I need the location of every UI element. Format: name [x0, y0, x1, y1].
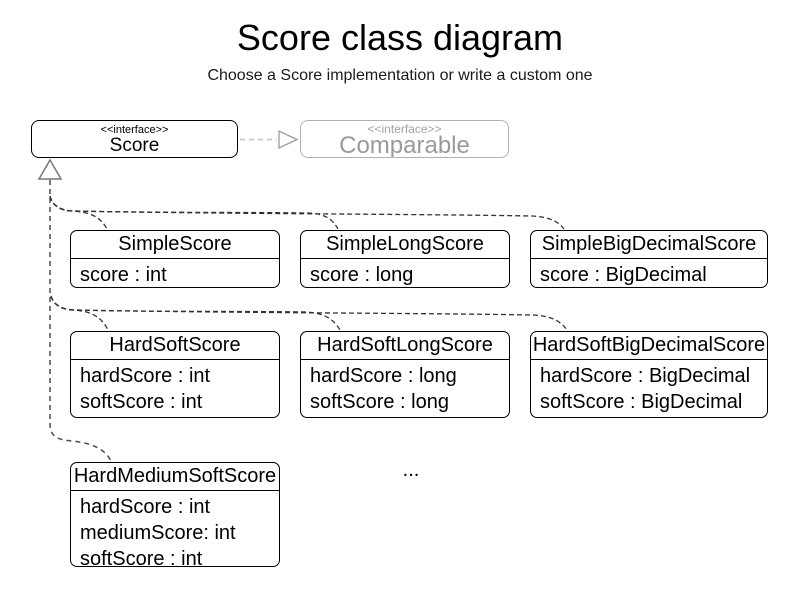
interface-stereotype: <<interface>> [367, 122, 442, 136]
branch-simplescore-line [49, 195, 108, 230]
class-hardsoftlongscore: HardSoftLongScore hardScore : long softS… [300, 331, 510, 418]
class-attribute: score : BigDecimal [540, 264, 707, 286]
class-name: HardMediumSoftScore [71, 463, 279, 491]
class-attribute: softScore : BigDecimal [540, 391, 743, 413]
class-attribute: hardScore : int [80, 496, 211, 518]
class-name: SimpleScore [71, 231, 279, 259]
branch-hardsoftbigdecimalscore-line [50, 295, 568, 331]
class-attribute: mediumScore: int [80, 522, 236, 544]
interface-score: <<interface>> Score [31, 120, 238, 158]
class-hardsoftbigdecimalscore: HardSoftBigDecimalScore hardScore : BigD… [530, 331, 768, 418]
interface-stereotype: <<interface>> [100, 124, 169, 136]
more-implementations-ellipsis: ... [402, 459, 420, 481]
class-attribute: hardScore : BigDecimal [540, 365, 751, 387]
class-attribute: hardScore : long [310, 365, 457, 387]
class-name: SimpleLongScore [301, 231, 509, 259]
class-simplescore: SimpleScore score : int [70, 230, 280, 288]
page-title: Score class diagram [236, 17, 564, 58]
class-attribute: hardScore : int [80, 365, 211, 387]
class-attribute: softScore : int [80, 391, 203, 413]
interface-name: Score [109, 135, 160, 156]
class-attribute: softScore : long [310, 391, 449, 413]
class-attribute: softScore : int [80, 548, 203, 567]
interface-comparable: <<interface>> Comparable [300, 120, 509, 158]
class-simplelongscore: SimpleLongScore score : long [300, 230, 510, 288]
branch-simplelongscore-line [49, 195, 339, 230]
class-attribute: score : long [310, 264, 414, 286]
class-name: HardSoftLongScore [301, 332, 509, 360]
page-subtitle: Choose a Score implementation or write a… [207, 67, 593, 84]
comparable-realization-arrowhead-icon [278, 129, 299, 150]
realization-trunk-line [49, 180, 112, 462]
branch-hardsoftscore-line [50, 295, 109, 331]
class-simplebigdecimalscore: SimpleBigDecimalScore score : BigDecimal [530, 230, 768, 288]
branch-simplebigdecimalscore-line [49, 195, 565, 230]
class-name: HardSoftBigDecimalScore [531, 332, 767, 360]
interface-name: Comparable [339, 132, 470, 158]
score-realization-arrowhead-icon [37, 158, 63, 180]
class-name: HardSoftScore [71, 332, 279, 360]
class-hardsoftscore: HardSoftScore hardScore : int softScore … [70, 331, 280, 418]
class-hardmediumsoftscore: HardMediumSoftScore hardScore : int medi… [70, 462, 280, 567]
class-attribute: score : int [80, 264, 167, 286]
class-name: SimpleBigDecimalScore [531, 231, 767, 259]
